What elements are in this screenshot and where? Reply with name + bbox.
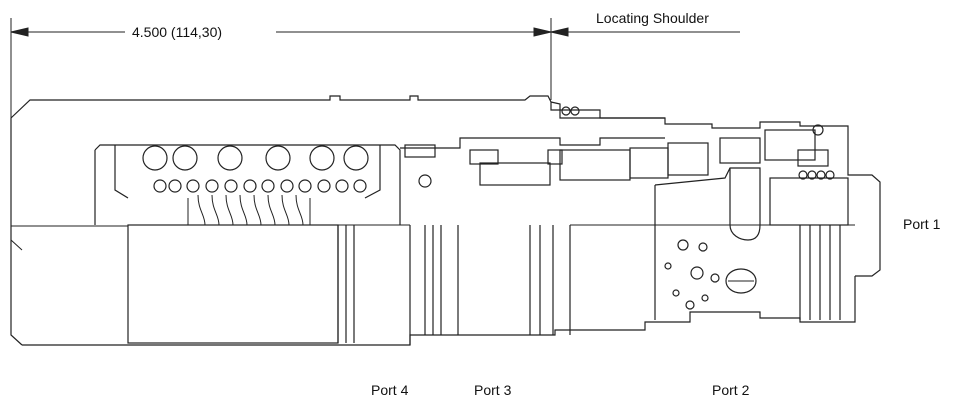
- locating-shoulder-label: Locating Shoulder: [596, 10, 709, 26]
- port-2-label: Port 2: [712, 382, 750, 398]
- port-3-label: Port 3: [474, 382, 512, 398]
- port-1-label: Port 1: [903, 216, 941, 232]
- dimension-line: [10, 18, 740, 118]
- port-4-label: Port 4: [371, 382, 409, 398]
- overall-length-dimension: 4.500 (114,30): [132, 24, 223, 40]
- valve-body-section: [10, 95, 881, 346]
